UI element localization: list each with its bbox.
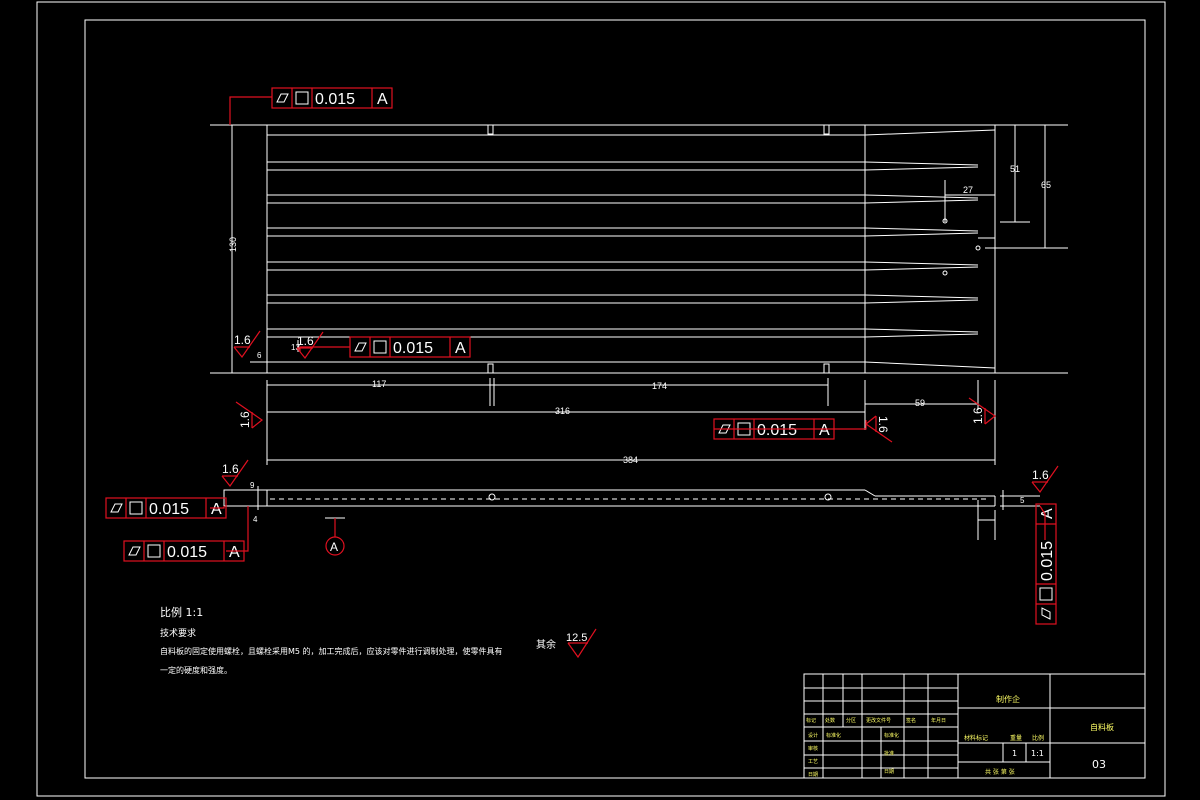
roughness-symbol: 1.6 — [968, 397, 997, 425]
dim-13: 13 — [291, 343, 300, 352]
tolerance-datum: A — [455, 340, 466, 357]
dim-59: 59 — [915, 398, 925, 408]
flatness-icon — [110, 503, 123, 513]
roughness-symbol: 1.6 — [864, 415, 893, 443]
tb-mid-label: 日期 — [884, 769, 894, 775]
top-dimensions: 130 117 174 316 59 384 51 65 27 6 13 — [228, 125, 1068, 465]
outer-frame — [36, 1, 1166, 797]
tb-left-label: 审核 — [808, 745, 818, 752]
datum-a-label: A — [330, 540, 338, 554]
leader-lines — [210, 96, 1046, 552]
tb-left-label: 日期 — [808, 772, 818, 778]
tb-row-label: 标记 — [806, 717, 816, 724]
roughness-symbol: 1.6 — [296, 331, 324, 360]
top-view — [210, 124, 1068, 374]
roughness-symbol: 1.6 — [233, 330, 261, 359]
tolerance-frame: 0.015 A — [1035, 503, 1057, 625]
tb-left-label: 工艺 — [808, 759, 818, 765]
tb-weight-label: 重量 — [1010, 734, 1022, 742]
tolerance-datum: A — [377, 91, 388, 108]
tolerance-value: 0.015 — [757, 422, 797, 439]
roughness-value: 1.6 — [238, 411, 252, 428]
scale-note: 比例 1:1 — [160, 605, 203, 619]
tolerance-value: 0.015 — [167, 544, 207, 561]
roughness-symbol: 1.6 — [1031, 465, 1059, 494]
roughness-value: 1.6 — [222, 462, 239, 476]
tb-row-label: 签名 — [906, 717, 916, 724]
tb-mid-label: 标准化 — [884, 732, 899, 739]
roughness-symbol: 1.6 — [235, 401, 264, 429]
tolerance-frame: 0.015 A — [105, 497, 227, 519]
dim-6: 6 — [257, 351, 262, 360]
square-icon — [295, 91, 309, 105]
tech-req-title: 技术要求 — [160, 627, 196, 639]
tb-left-label: 设计 — [808, 732, 818, 739]
tech-req-line2: 一定的硬度和强度。 — [160, 665, 232, 675]
dim-27: 27 — [963, 185, 973, 195]
dim-174: 174 — [652, 381, 667, 391]
tech-req-line1: 自料板的固定使用螺栓，且螺栓采用M5 的，加工完成后，应该对零件进行调制处理，使… — [160, 646, 503, 656]
dim-316: 316 — [555, 406, 570, 416]
dim-65: 65 — [1041, 180, 1051, 190]
flatness-icon — [354, 342, 367, 352]
tb-drawing-number: 03 — [1092, 758, 1106, 771]
dim-5: 5 — [1020, 496, 1025, 505]
dim-117: 117 — [372, 379, 386, 389]
tb-std-label: 标准化 — [826, 732, 841, 739]
square-icon — [129, 501, 143, 515]
tb-mid-label: 批准 — [884, 750, 894, 757]
tb-drawing-name: 自料板 — [1090, 722, 1114, 732]
tolerance-frame: 0.015 A — [271, 87, 393, 109]
dim-9: 9 — [250, 481, 255, 490]
flatness-icon — [1041, 607, 1051, 620]
tolerance-value: 0.015 — [149, 501, 189, 518]
tolerance-datum: A — [211, 501, 222, 518]
rest-label: 其余 — [536, 638, 556, 651]
roughness-value: 1.6 — [1032, 468, 1049, 482]
roughness-value: 1.6 — [234, 333, 251, 347]
dim-130: 130 — [228, 237, 238, 252]
tb-row-label: 年月日 — [931, 717, 946, 724]
tb-material-label: 材料标记 — [964, 734, 988, 742]
square-icon — [147, 544, 161, 558]
tb-row-label: 更改文件号 — [866, 717, 891, 724]
roughness-symbol: 1.6 — [221, 459, 249, 488]
tb-scale: 1:1 — [1031, 749, 1044, 758]
side-view: 9 4 5 — [223, 481, 1040, 540]
tb-row-label: 处数 — [825, 717, 835, 724]
rest-roughness: 12.5 — [566, 632, 587, 644]
tolerance-datum: A — [1039, 508, 1056, 519]
tolerance-value: 0.015 — [315, 91, 355, 108]
tolerance-value: 0.015 — [393, 340, 433, 357]
tolerance-value: 0.015 — [1039, 541, 1056, 581]
square-icon — [373, 340, 387, 354]
tb-row-label: 分区 — [846, 717, 856, 724]
roughness-value: 1.6 — [297, 334, 314, 348]
dim-384: 384 — [623, 455, 638, 465]
dim-4: 4 — [253, 515, 258, 524]
flatness-icon — [128, 546, 141, 556]
tb-scale-label: 比例 — [1032, 734, 1044, 742]
datum-a-symbol: A — [325, 517, 345, 556]
roughness-value: 1.6 — [971, 407, 985, 424]
dim-51: 51 — [1010, 164, 1020, 174]
tb-sheet-note: 共 张 第 张 — [985, 768, 1015, 776]
flatness-icon — [276, 93, 289, 103]
tolerance-frame: 0.015 A — [349, 336, 471, 358]
flatness-icon — [718, 424, 731, 434]
notes: 比例 1:1 技术要求 自料板的固定使用螺栓，且螺栓采用M5 的，加工完成后，应… — [160, 605, 597, 675]
tb-part-name: 制作企 — [996, 694, 1020, 704]
inner-frame — [84, 19, 1146, 779]
tolerance-datum: A — [229, 544, 240, 561]
tolerance-datum: A — [819, 422, 830, 439]
roughness-value: 1.6 — [876, 416, 890, 433]
square-icon — [1039, 587, 1053, 601]
roughness-symbols: 1.6 1.6 1.6 1.6 1.6 1.6 1.6 — [221, 330, 1059, 494]
tb-qty: 1 — [1012, 749, 1017, 758]
